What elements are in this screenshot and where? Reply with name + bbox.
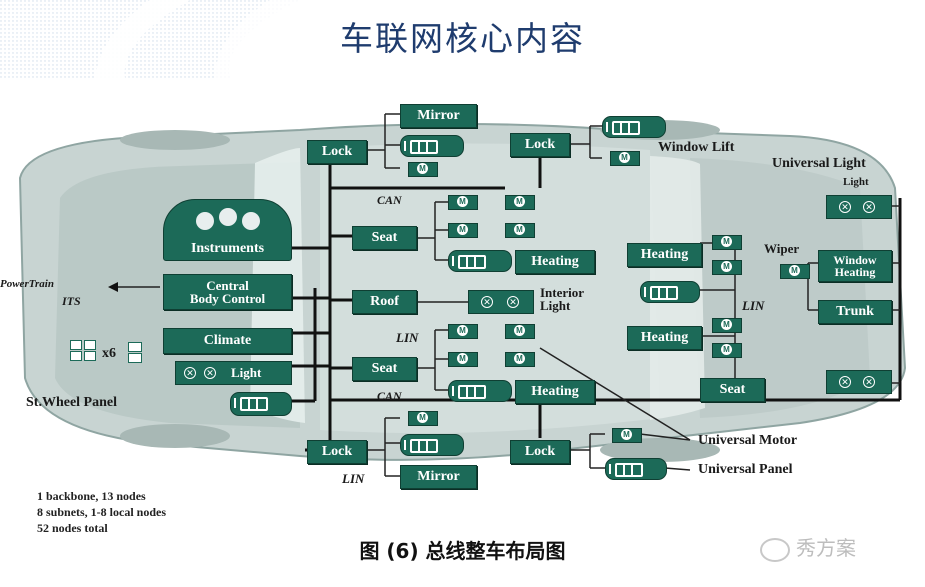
motor-icon — [448, 223, 478, 238]
wiper-label: Wiper — [764, 241, 800, 256]
universal-panel-module — [605, 458, 667, 480]
can-label-bottom: CAN — [377, 389, 402, 403]
powertrain-label: PowerTrain — [0, 278, 54, 290]
gauge-icon — [242, 212, 260, 230]
heating-module-rear-right: Heating — [627, 326, 702, 350]
instruments-label: Instruments — [190, 241, 265, 256]
its-label: ITS — [62, 294, 81, 308]
gauge-icon — [196, 212, 214, 230]
motor-icon — [712, 343, 742, 358]
seat-heating-panel — [448, 380, 512, 402]
rear-light-module: ✕ ✕ — [826, 370, 892, 394]
lamp-icon: ✕ — [184, 367, 196, 379]
instruments-module: Instruments — [163, 199, 292, 261]
universal-light-module: ✕ ✕ — [826, 195, 892, 219]
climate-module: Climate — [163, 328, 292, 354]
front-light-icons — [70, 340, 96, 361]
light-label: Light — [231, 365, 262, 380]
lock-module-front-right: Lock — [307, 440, 367, 464]
lin-label-rear: LIN — [742, 298, 765, 313]
note-line: 1 backbone, 13 nodes — [37, 489, 146, 503]
st-wheel-panel-label: St.Wheel Panel — [26, 395, 117, 410]
window-heating-module: Window Heating — [818, 250, 892, 282]
seat-heating-panel — [448, 250, 512, 272]
mirror-module-right: Mirror — [400, 465, 477, 489]
window-lift-panel — [400, 434, 464, 456]
lamp-icon: ✕ — [204, 367, 216, 379]
vehicle-bus-diagram: Instruments Central Body Control Climate… — [0, 78, 925, 528]
motor-icon — [448, 352, 478, 367]
seat-module-back: Seat — [700, 378, 765, 402]
motor-icon — [505, 324, 535, 339]
header-swoosh-decoration — [0, 0, 310, 78]
universal-panel-label: Universal Panel — [698, 462, 793, 477]
lock-module-rear-right: Lock — [510, 440, 570, 464]
motor-icon — [712, 235, 742, 250]
wiper-motor-icon — [780, 264, 810, 279]
rear-seat-panel — [640, 281, 700, 303]
gauge-icon — [219, 208, 237, 226]
lamp-icon: ✕ — [839, 201, 851, 213]
light-module: ✕ ✕ Light — [175, 361, 292, 385]
lamp-icon: ✕ — [481, 296, 493, 308]
watermark: 秀方案 — [760, 532, 856, 562]
heating-module-rear: Heating — [515, 380, 595, 404]
lin-label-bottom: LIN — [342, 471, 365, 486]
note-line: 52 nodes total — [37, 521, 108, 535]
lamp-icon: ✕ — [863, 376, 875, 388]
wechat-icon — [760, 537, 790, 562]
lamp-icon: ✕ — [507, 296, 519, 308]
lock-module-rear-left: Lock — [510, 133, 570, 157]
window-lift-label: Window Lift — [658, 140, 735, 155]
note-line: 8 subnets, 1-8 local nodes — [37, 505, 167, 519]
network-summary-notes: 1 backbone, 13 nodes 8 subnets, 1-8 loca… — [37, 488, 166, 536]
motor-icon — [712, 260, 742, 275]
motor-icon — [408, 411, 438, 426]
trunk-module: Trunk — [818, 300, 892, 324]
heating-module-rear-left: Heating — [627, 243, 702, 267]
motor-icon — [610, 151, 640, 166]
motor-icon — [612, 428, 642, 443]
motor-icon — [712, 318, 742, 333]
universal-light-sub-label: Light — [843, 176, 869, 188]
universal-light-label: Universal Light — [772, 156, 866, 171]
motor-icon — [505, 223, 535, 238]
roof-module: Roof — [352, 290, 417, 314]
window-lift-panel-rear — [602, 116, 666, 138]
interior-light-module: ✕ ✕ — [468, 290, 534, 314]
motor-icon — [448, 324, 478, 339]
slide-header: 车联网核心内容 — [0, 0, 925, 78]
seat-module-front: Seat — [352, 226, 417, 250]
watermark-text: 秀方案 — [796, 536, 856, 560]
lamp-icon: ✕ — [863, 201, 875, 213]
seat-module-rear: Seat — [352, 357, 417, 381]
mirror-module-left: Mirror — [400, 104, 477, 128]
can-label-top: CAN — [377, 193, 402, 207]
lin-label-seat: LIN — [396, 330, 419, 345]
interior-light-label: Interior Light — [540, 285, 585, 313]
slide-title: 车联网核心内容 — [340, 19, 585, 58]
lamp-icon: ✕ — [839, 376, 851, 388]
motor-icon — [505, 195, 535, 210]
x6-label: x6 — [102, 346, 116, 361]
motor-icon — [505, 352, 535, 367]
motor-icon — [448, 195, 478, 210]
heating-module-front: Heating — [515, 250, 595, 274]
front-light-icons-right — [128, 342, 144, 363]
universal-motor-label: Universal Motor — [698, 433, 798, 448]
figure-caption: 图 (6) 总线整车布局图 — [359, 539, 566, 563]
central-body-control-module: Central Body Control — [163, 274, 292, 310]
motor-icon — [408, 162, 438, 177]
steering-wheel-panel-module — [230, 392, 292, 416]
window-lift-panel — [400, 135, 464, 157]
lock-module-front-left: Lock — [307, 140, 367, 164]
